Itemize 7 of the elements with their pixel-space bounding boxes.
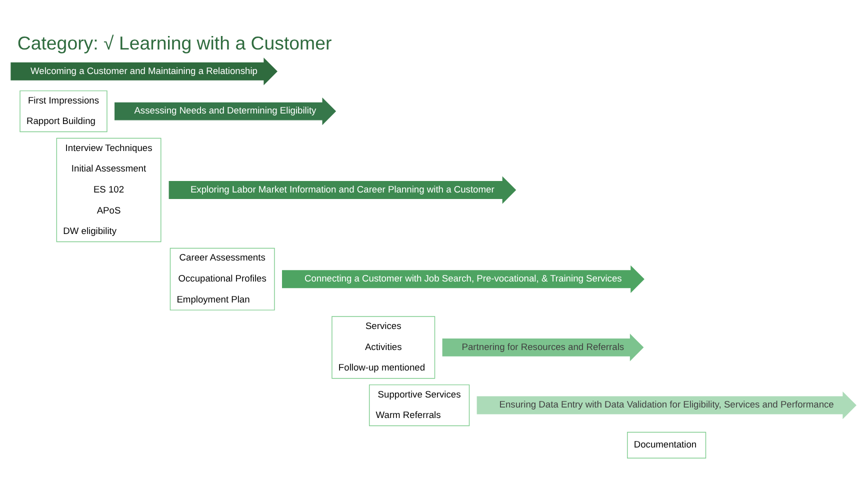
node-box: Interview Techniques Initial Assessment ES 102 APoS DW eligibility: [56, 137, 162, 242]
node-box: Career Assessments Occupational Profiles Employment Plan: [170, 247, 275, 310]
node-box: Services Activities Follow-up mentioned: [332, 316, 436, 378]
diagram-title: Category: √ Learning with a Customer: [17, 32, 332, 54]
node-box: First Impressions Rapport Building: [20, 90, 108, 132]
node-box: Documentation: [627, 431, 706, 458]
node-box: Supportive Services Warm Referrals: [368, 384, 470, 426]
